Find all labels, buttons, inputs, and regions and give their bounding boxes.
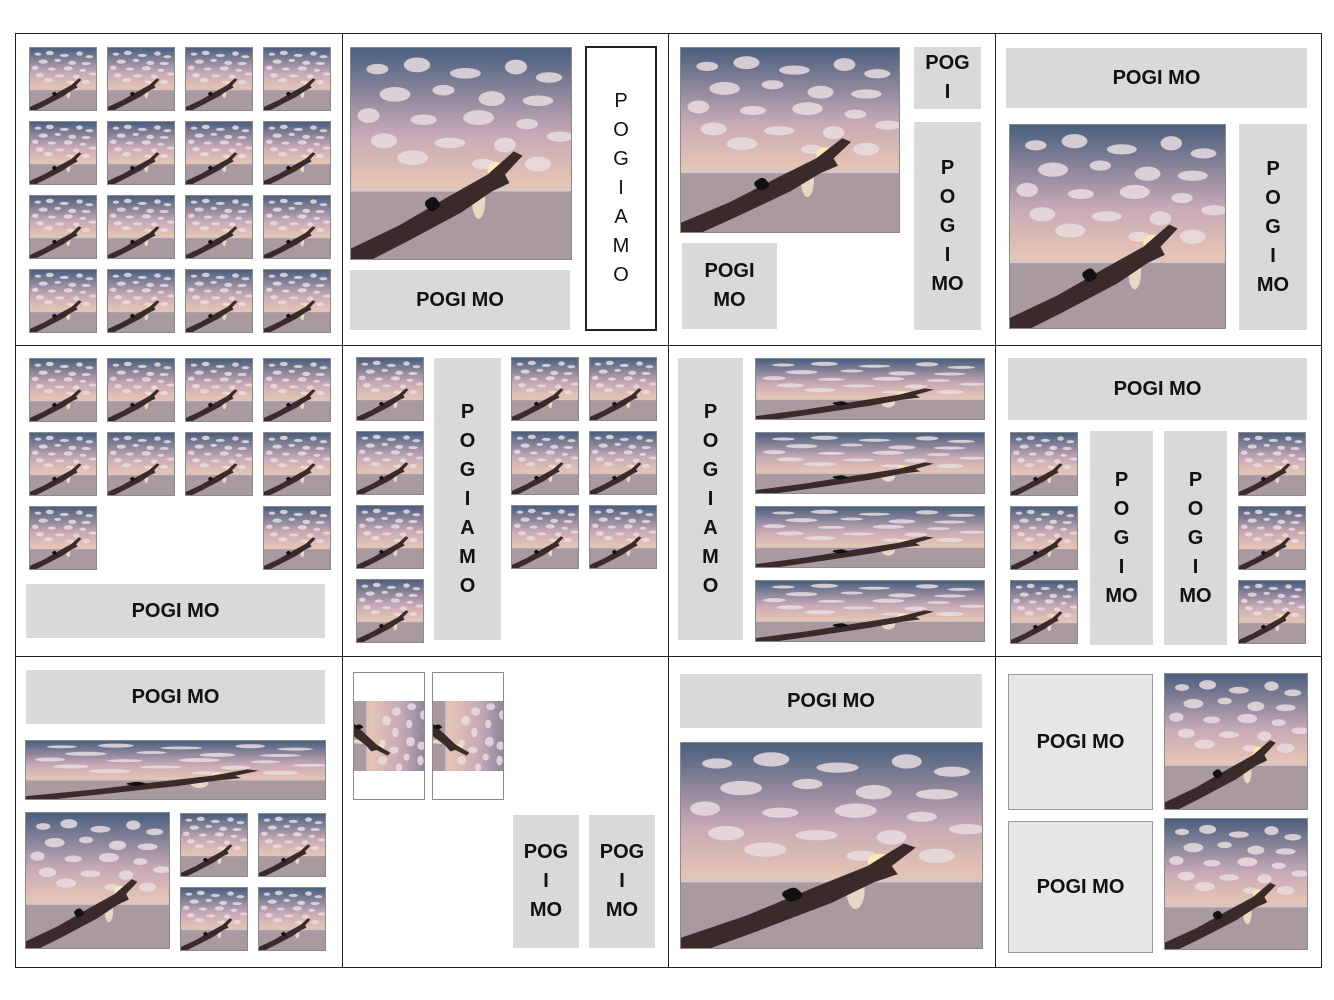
sunset-hand-photo bbox=[1009, 124, 1226, 329]
sunset-hand-photo bbox=[350, 47, 572, 260]
pogi-mo-label: P O G I MO bbox=[914, 122, 981, 330]
sunset-hand-photo bbox=[263, 47, 331, 111]
sunset-hand-photo bbox=[1010, 506, 1078, 570]
pogi-mo-label: POGI MO bbox=[1008, 821, 1153, 953]
pogi-mo-label: P O G I MO bbox=[1090, 431, 1153, 645]
sunset-hand-photo bbox=[1164, 673, 1308, 810]
pogi-mo-label: P O G I A M O bbox=[434, 358, 501, 640]
sunset-hand-photo bbox=[185, 121, 253, 185]
sunset-hand-photo bbox=[29, 506, 97, 570]
sunset-hand-photo bbox=[107, 121, 175, 185]
sunset-hand-photo bbox=[511, 357, 579, 421]
sunset-hand-photo bbox=[185, 47, 253, 111]
pogi-mo-label: POGI MO bbox=[1008, 358, 1307, 420]
pogi-mo-label: POGI MO bbox=[350, 270, 570, 330]
sunset-hand-photo bbox=[356, 579, 424, 643]
sunset-hand-photo bbox=[29, 121, 97, 185]
sunset-hand-photo bbox=[755, 580, 985, 642]
sunset-hand-photo bbox=[755, 358, 985, 420]
sunset-hand-photo bbox=[258, 813, 326, 877]
sunset-hand-photo bbox=[263, 432, 331, 496]
sunset-hand-photo bbox=[589, 431, 657, 495]
sunset-hand-photo bbox=[680, 47, 900, 233]
sunset-hand-photo bbox=[511, 431, 579, 495]
pogi-mo-label: P O G I MO bbox=[1239, 124, 1307, 330]
pogi-mo-label: POGI MO bbox=[26, 670, 325, 724]
sunset-hand-photo bbox=[356, 505, 424, 569]
sunset-hand-photo bbox=[180, 813, 248, 877]
sunset-hand-photo bbox=[29, 269, 97, 333]
sunset-hand-photo bbox=[185, 269, 253, 333]
sunset-hand-photo bbox=[107, 432, 175, 496]
sunset-hand-photo bbox=[755, 506, 985, 568]
sunset-hand-photo bbox=[107, 195, 175, 259]
sunset-hand-photo bbox=[589, 505, 657, 569]
pogi-mo-label: POGI MO bbox=[1006, 48, 1307, 108]
sunset-hand-photo bbox=[263, 121, 331, 185]
sunset-hand-photo bbox=[185, 358, 253, 422]
sunset-hand-photo bbox=[356, 357, 424, 421]
cell-divider bbox=[16, 345, 1321, 346]
sunset-hand-photo bbox=[263, 506, 331, 570]
sunset-hand-photo bbox=[263, 195, 331, 259]
pogi-mo-label: P O G I A M O bbox=[585, 46, 657, 331]
pogi-mo-label: POGI MO bbox=[26, 584, 325, 638]
pogi-mo-label: P O G I MO bbox=[1164, 431, 1227, 645]
sunset-hand-photo bbox=[432, 672, 504, 800]
sunset-hand-photo bbox=[29, 195, 97, 259]
sunset-hand-photo bbox=[680, 742, 983, 949]
sunset-hand-photo bbox=[263, 358, 331, 422]
sunset-hand-photo bbox=[353, 672, 425, 800]
pogi-mo-label: P O G I A M O bbox=[678, 358, 743, 640]
pogi-mo-label: POG I bbox=[914, 47, 981, 109]
sunset-hand-photo bbox=[185, 195, 253, 259]
photo-layout-sheet bbox=[15, 33, 1322, 968]
sunset-hand-photo bbox=[185, 432, 253, 496]
cell-divider bbox=[995, 34, 996, 967]
sunset-hand-photo bbox=[1010, 432, 1078, 496]
sunset-hand-photo bbox=[511, 505, 579, 569]
sunset-hand-photo bbox=[1238, 432, 1306, 496]
sunset-hand-photo bbox=[1010, 580, 1078, 644]
pogi-mo-label: POGI MO bbox=[1008, 674, 1153, 810]
sunset-hand-photo bbox=[755, 432, 985, 494]
sunset-hand-photo bbox=[263, 269, 331, 333]
sunset-hand-photo bbox=[25, 812, 170, 949]
pogi-mo-label: POGI MO bbox=[682, 243, 777, 329]
sunset-hand-photo bbox=[1164, 818, 1308, 950]
sunset-hand-photo bbox=[1238, 506, 1306, 570]
sunset-hand-photo bbox=[1238, 580, 1306, 644]
pogi-mo-label: POG I MO bbox=[589, 815, 655, 948]
sunset-hand-photo bbox=[258, 887, 326, 951]
sunset-hand-photo bbox=[107, 269, 175, 333]
sunset-hand-photo bbox=[29, 47, 97, 111]
cell-divider bbox=[668, 34, 669, 967]
pogi-mo-label: POG I MO bbox=[513, 815, 579, 948]
sunset-hand-photo bbox=[107, 47, 175, 111]
sunset-hand-photo bbox=[356, 431, 424, 495]
cell-divider bbox=[16, 656, 1321, 657]
sunset-hand-photo bbox=[25, 740, 326, 800]
sunset-hand-photo bbox=[589, 357, 657, 421]
sunset-hand-photo bbox=[107, 358, 175, 422]
sunset-hand-photo bbox=[29, 432, 97, 496]
sunset-hand-photo bbox=[29, 358, 97, 422]
cell-divider bbox=[342, 34, 343, 967]
sunset-hand-photo bbox=[180, 887, 248, 951]
pogi-mo-label: POGI MO bbox=[680, 674, 982, 728]
